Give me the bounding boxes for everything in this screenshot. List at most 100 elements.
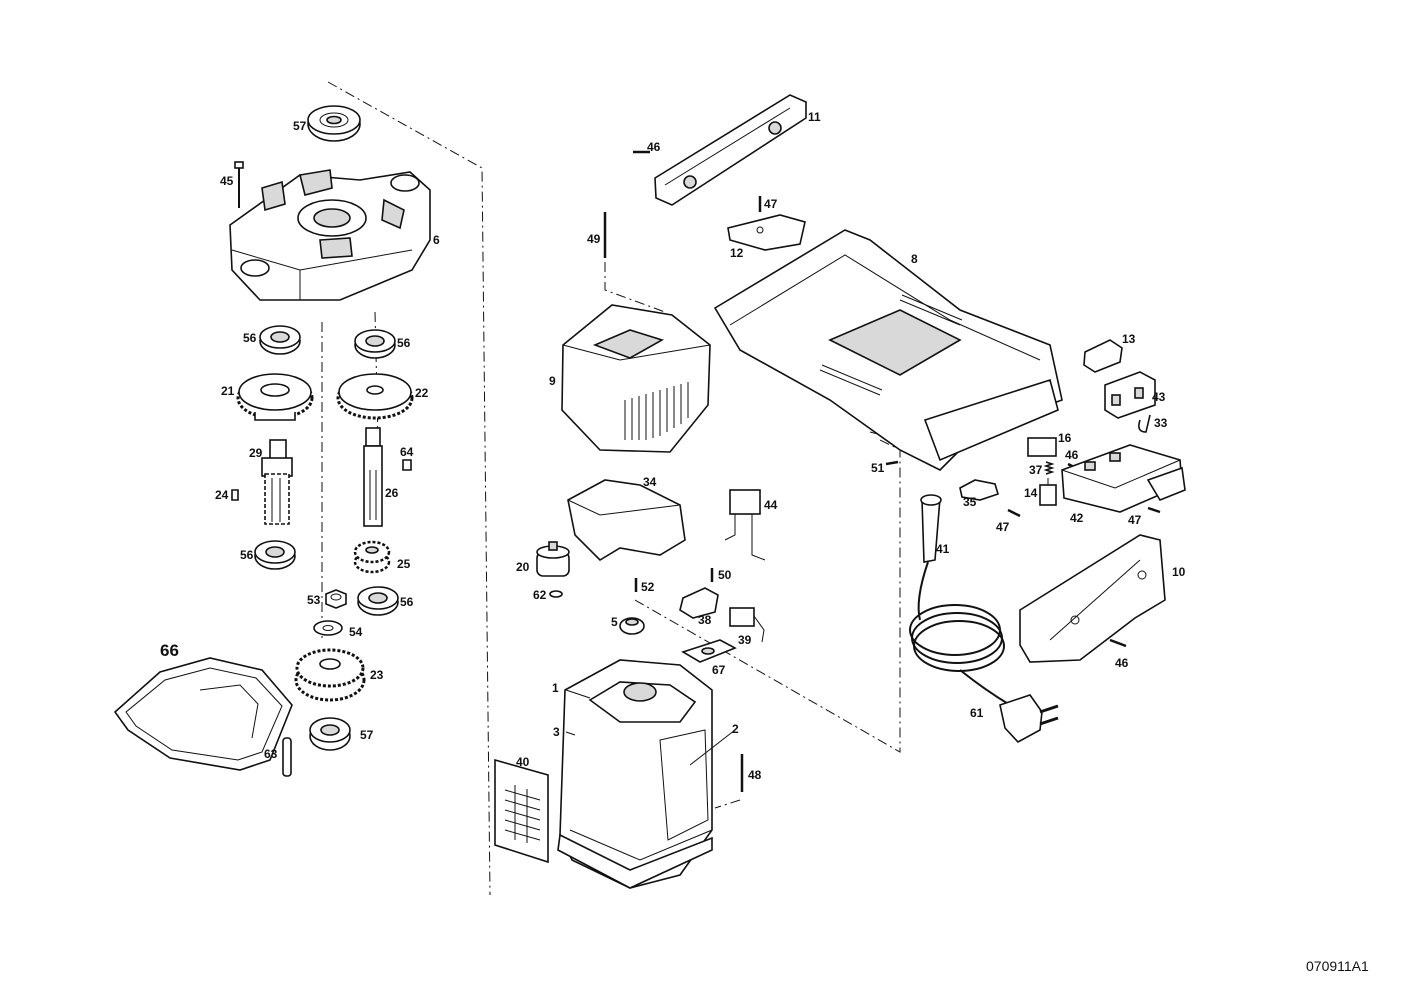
callout-5: 5: [611, 615, 618, 629]
callout-57: 57: [293, 119, 307, 133]
part-51-screw: [885, 460, 899, 466]
part-12-plate: [727, 214, 806, 251]
drawing-code: 070911A1: [1306, 958, 1369, 974]
callout-1: 1: [552, 681, 559, 695]
callout-51: 51: [871, 461, 885, 475]
part-16-bracket: [1027, 437, 1057, 457]
callout-57: 57: [360, 728, 374, 742]
callout-47: 47: [764, 197, 778, 211]
callout-40: 40: [516, 755, 530, 769]
callout-10: 10: [1172, 565, 1186, 579]
part-9-motor-cover: [561, 304, 711, 453]
part-54-washer: [313, 620, 343, 636]
callout-42: 42: [1070, 511, 1084, 525]
callout-3: 3: [553, 725, 560, 739]
part-38-brush-holder: [679, 587, 719, 619]
part-66-gasket: [113, 657, 293, 771]
callout-56: 56: [243, 331, 257, 345]
callout-46: 46: [647, 140, 661, 154]
part-67-plate: [681, 639, 737, 663]
callout-54: 54: [349, 625, 363, 639]
part-33-spring: [1138, 414, 1151, 433]
callout-48: 48: [748, 768, 762, 782]
callout-52: 52: [641, 580, 655, 594]
part-47-screw-mid: [1007, 508, 1021, 518]
callout-50: 50: [718, 568, 732, 582]
callout-53: 53: [307, 593, 321, 607]
part-8-handle-body: [713, 229, 1063, 471]
callout-67: 67: [712, 663, 726, 677]
part-22-gear: [336, 373, 414, 420]
callout-11: 11: [808, 110, 821, 124]
part-1-motor-housing: [557, 659, 713, 889]
part-64-key: [402, 459, 412, 471]
callout-13: 13: [1122, 332, 1136, 346]
part-35-cable-clamp: [959, 479, 999, 501]
callout-26: 26: [385, 486, 399, 500]
part-20-knob: [536, 541, 570, 577]
callout-56: 56: [240, 548, 254, 562]
part-5-bushing: [619, 617, 645, 635]
callout-41: 41: [936, 542, 950, 556]
callout-labels: 57 45 6 56 56 21 22 29 64 24 26 56 25 53…: [160, 110, 1186, 782]
callout-25: 25: [397, 557, 411, 571]
leader-lines: [565, 689, 736, 766]
part-39-carbon-brush: [729, 607, 765, 643]
part-56-bearing-right: [354, 329, 396, 359]
part-62-washer: [549, 590, 563, 598]
part-24-key: [231, 489, 239, 501]
callout-46: 46: [1115, 656, 1129, 670]
part-56-bearing-lower-left: [254, 540, 296, 570]
callout-66: 66: [160, 641, 179, 660]
part-47-screw-right: [1147, 506, 1161, 514]
part-34-brush-cover: [567, 479, 686, 562]
callout-34: 34: [643, 475, 657, 489]
callout-8: 8: [911, 252, 918, 266]
callout-62: 62: [533, 588, 547, 602]
callout-2: 2: [732, 722, 739, 736]
part-53-nut: [325, 589, 347, 609]
callout-49: 49: [587, 232, 601, 246]
callout-56: 56: [400, 595, 414, 609]
part-45-screw: [234, 161, 244, 208]
callout-39: 39: [738, 633, 752, 647]
part-56-bearing-lower-right: [357, 586, 399, 616]
callout-20: 20: [516, 560, 530, 574]
callout-14: 14: [1024, 486, 1038, 500]
callout-29: 29: [249, 446, 263, 460]
part-6-gear-housing: [229, 169, 431, 301]
callout-24: 24: [215, 488, 229, 502]
callout-35: 35: [963, 495, 977, 509]
part-44-capacitor: [724, 489, 766, 561]
part-41-power-cable: [909, 494, 1011, 706]
part-40-rating-plate: [494, 758, 549, 864]
callout-12: 12: [730, 246, 744, 260]
part-43-switch: [1104, 371, 1156, 419]
part-11-handle-cap: [654, 94, 807, 206]
part-25-small-gear: [353, 540, 391, 574]
part-29-pinion-shaft: [261, 439, 293, 525]
callout-47: 47: [1128, 513, 1142, 527]
callout-22: 22: [415, 386, 429, 400]
callout-63: 63: [264, 747, 278, 761]
part-26-shaft: [363, 427, 383, 527]
part-13-switch-cap: [1083, 339, 1123, 373]
callout-37: 37: [1029, 463, 1043, 477]
callout-61: 61: [970, 706, 984, 720]
callout-38: 38: [698, 613, 712, 627]
part-57-bearing-bottom: [309, 717, 351, 751]
part-57-bearing-top: [307, 105, 361, 142]
part-42-switch-assembly: [1061, 444, 1186, 513]
callout-56: 56: [397, 336, 411, 350]
callout-33: 33: [1154, 416, 1168, 430]
part-63-pin: [282, 737, 292, 777]
callout-6: 6: [433, 233, 440, 247]
part-37-spring: [1043, 461, 1055, 475]
part-23-gear: [294, 648, 366, 702]
callout-46: 46: [1065, 448, 1079, 462]
callout-23: 23: [370, 668, 384, 682]
part-56-bearing-left: [259, 325, 301, 355]
part-21-gear: [236, 373, 314, 421]
callout-21: 21: [221, 384, 235, 398]
